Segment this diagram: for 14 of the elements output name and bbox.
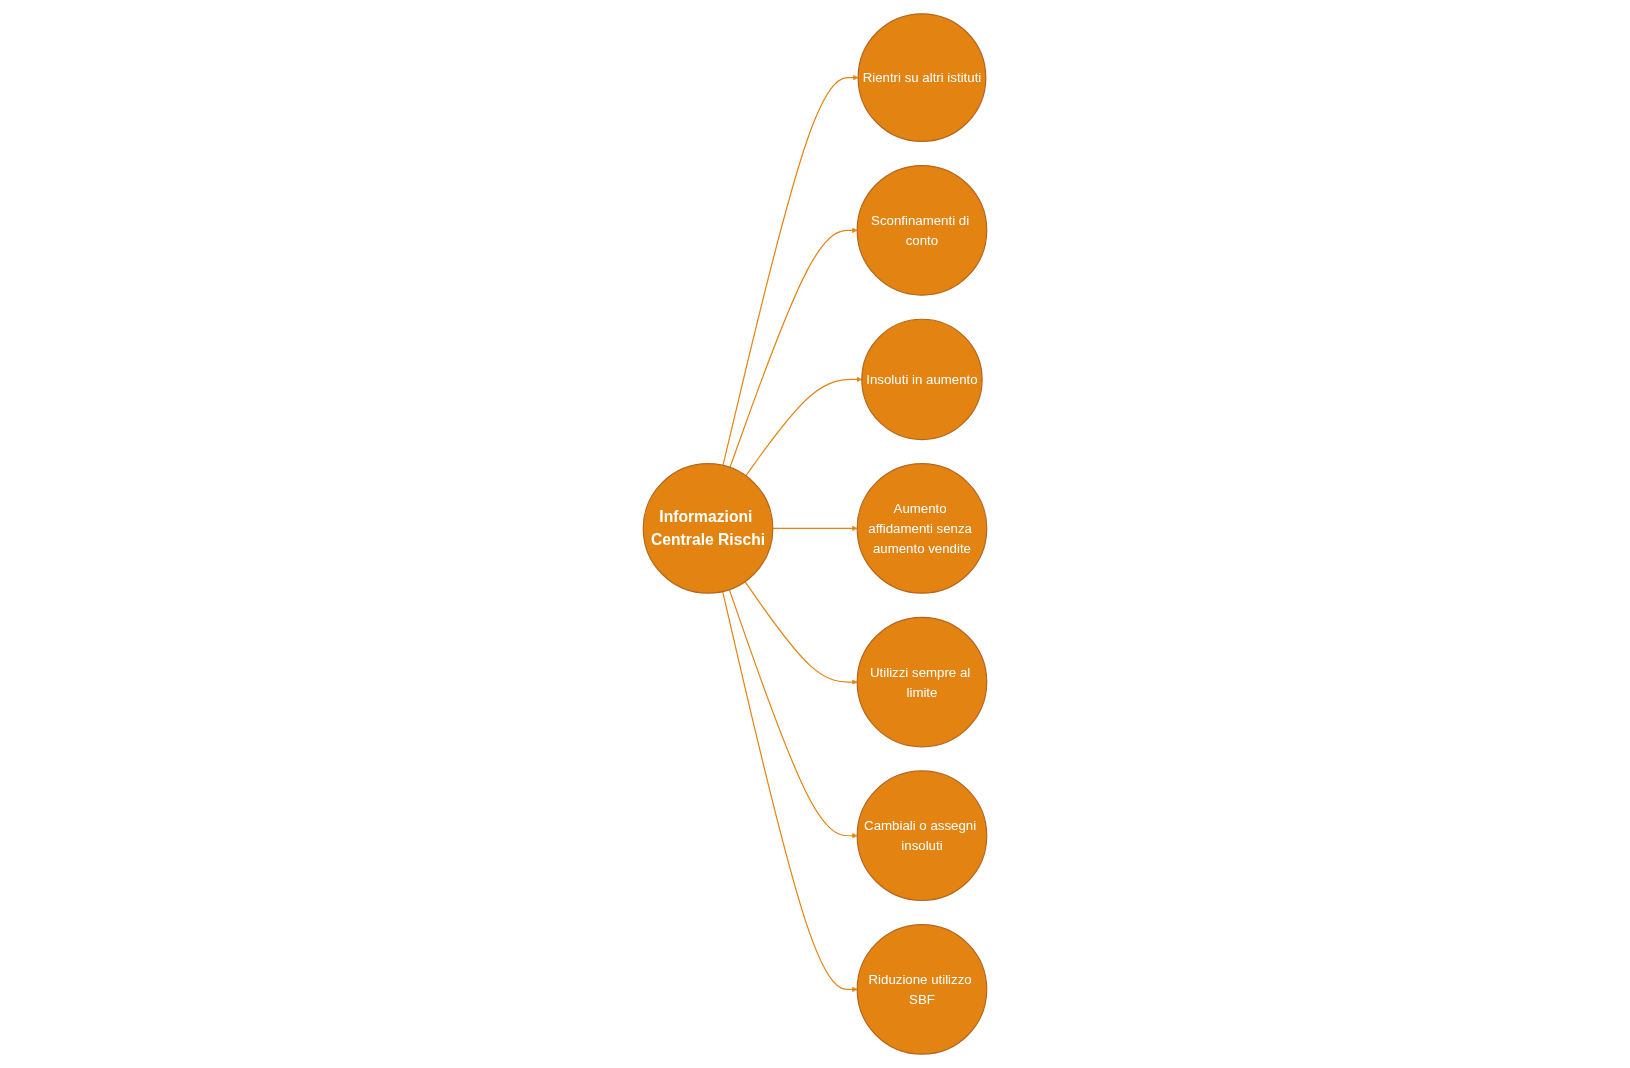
- arrow: [722, 75, 859, 466]
- node-circle: Insoluti in aumento: [861, 318, 983, 441]
- arrow: [728, 589, 858, 839]
- node-circle: Rientri su altri istituti: [857, 13, 987, 143]
- node-circle: Sconfinamenti di conto: [856, 164, 988, 296]
- node-circle: Utilizzi sempre al limite: [856, 616, 988, 748]
- node-circle: Riduzione utilizzo SBF: [856, 924, 988, 1055]
- node-circle: Aumento affidamenti senza aumento vendite: [856, 463, 988, 594]
- arrow: [772, 525, 858, 532]
- node-circle: Informazioni Centrale Rischi: [642, 463, 774, 594]
- arrow: [729, 227, 858, 469]
- arrow: [744, 581, 858, 685]
- arrow: [722, 590, 858, 993]
- node-circle: Cambiali o assegni insoluti: [856, 770, 988, 902]
